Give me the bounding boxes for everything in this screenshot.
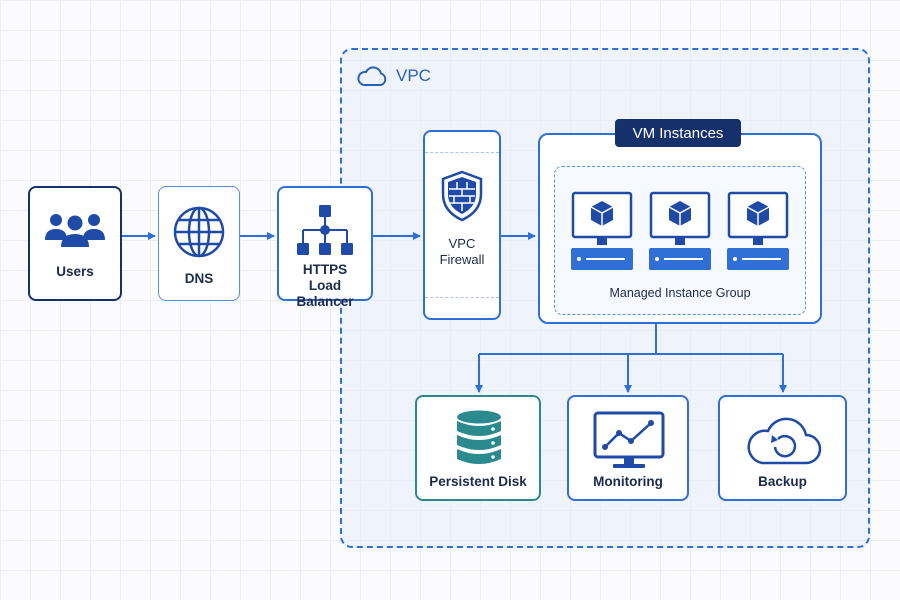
backup-node[interactable]: Backup	[718, 395, 847, 501]
users-icon	[43, 210, 107, 250]
load-balancer-node[interactable]: HTTPS Load Balancer	[277, 186, 373, 309]
globe-icon	[172, 205, 226, 259]
persistent-disk-label: Persistent Disk	[429, 474, 527, 489]
cloud-restore-icon	[744, 415, 824, 467]
managed-instance-group-label: Managed Instance Group	[609, 286, 751, 300]
firewall-label-line2: Firewall	[439, 252, 485, 267]
users-label: Users	[56, 264, 94, 279]
vm-monitor-icon[interactable]	[726, 191, 790, 273]
persistent-disk-node[interactable]: Persistent Disk	[415, 395, 541, 501]
load-balancer-label-line1: HTTPS	[302, 262, 348, 277]
vm-monitor-icon[interactable]	[570, 191, 634, 273]
vpc-title: VPC	[356, 63, 431, 89]
database-icon	[455, 409, 503, 469]
load-balancer-label-line2: Load Balancer	[296, 278, 354, 309]
dns-label: DNS	[184, 271, 214, 286]
shield-firewall-icon	[440, 170, 484, 222]
firewall-label: VPC Firewall	[423, 236, 501, 268]
vpc-label: VPC	[396, 66, 431, 85]
firewall-divider-bottom	[425, 297, 499, 298]
monitoring-node[interactable]: Monitoring	[567, 395, 689, 501]
firewall-divider-top	[425, 152, 499, 153]
cloud-icon	[356, 65, 388, 87]
monitoring-label: Monitoring	[593, 474, 663, 489]
vm-monitor-icon[interactable]	[648, 191, 712, 273]
firewall-node[interactable]	[423, 130, 501, 320]
users-node[interactable]: Users	[28, 186, 122, 301]
firewall-label-line1: VPC	[448, 236, 476, 251]
network-tree-icon	[295, 204, 355, 256]
backup-label: Backup	[758, 474, 807, 489]
dns-node[interactable]: DNS	[158, 186, 240, 301]
monitor-chart-icon	[593, 411, 665, 471]
vm-instances-label: VM Instances	[615, 119, 741, 147]
